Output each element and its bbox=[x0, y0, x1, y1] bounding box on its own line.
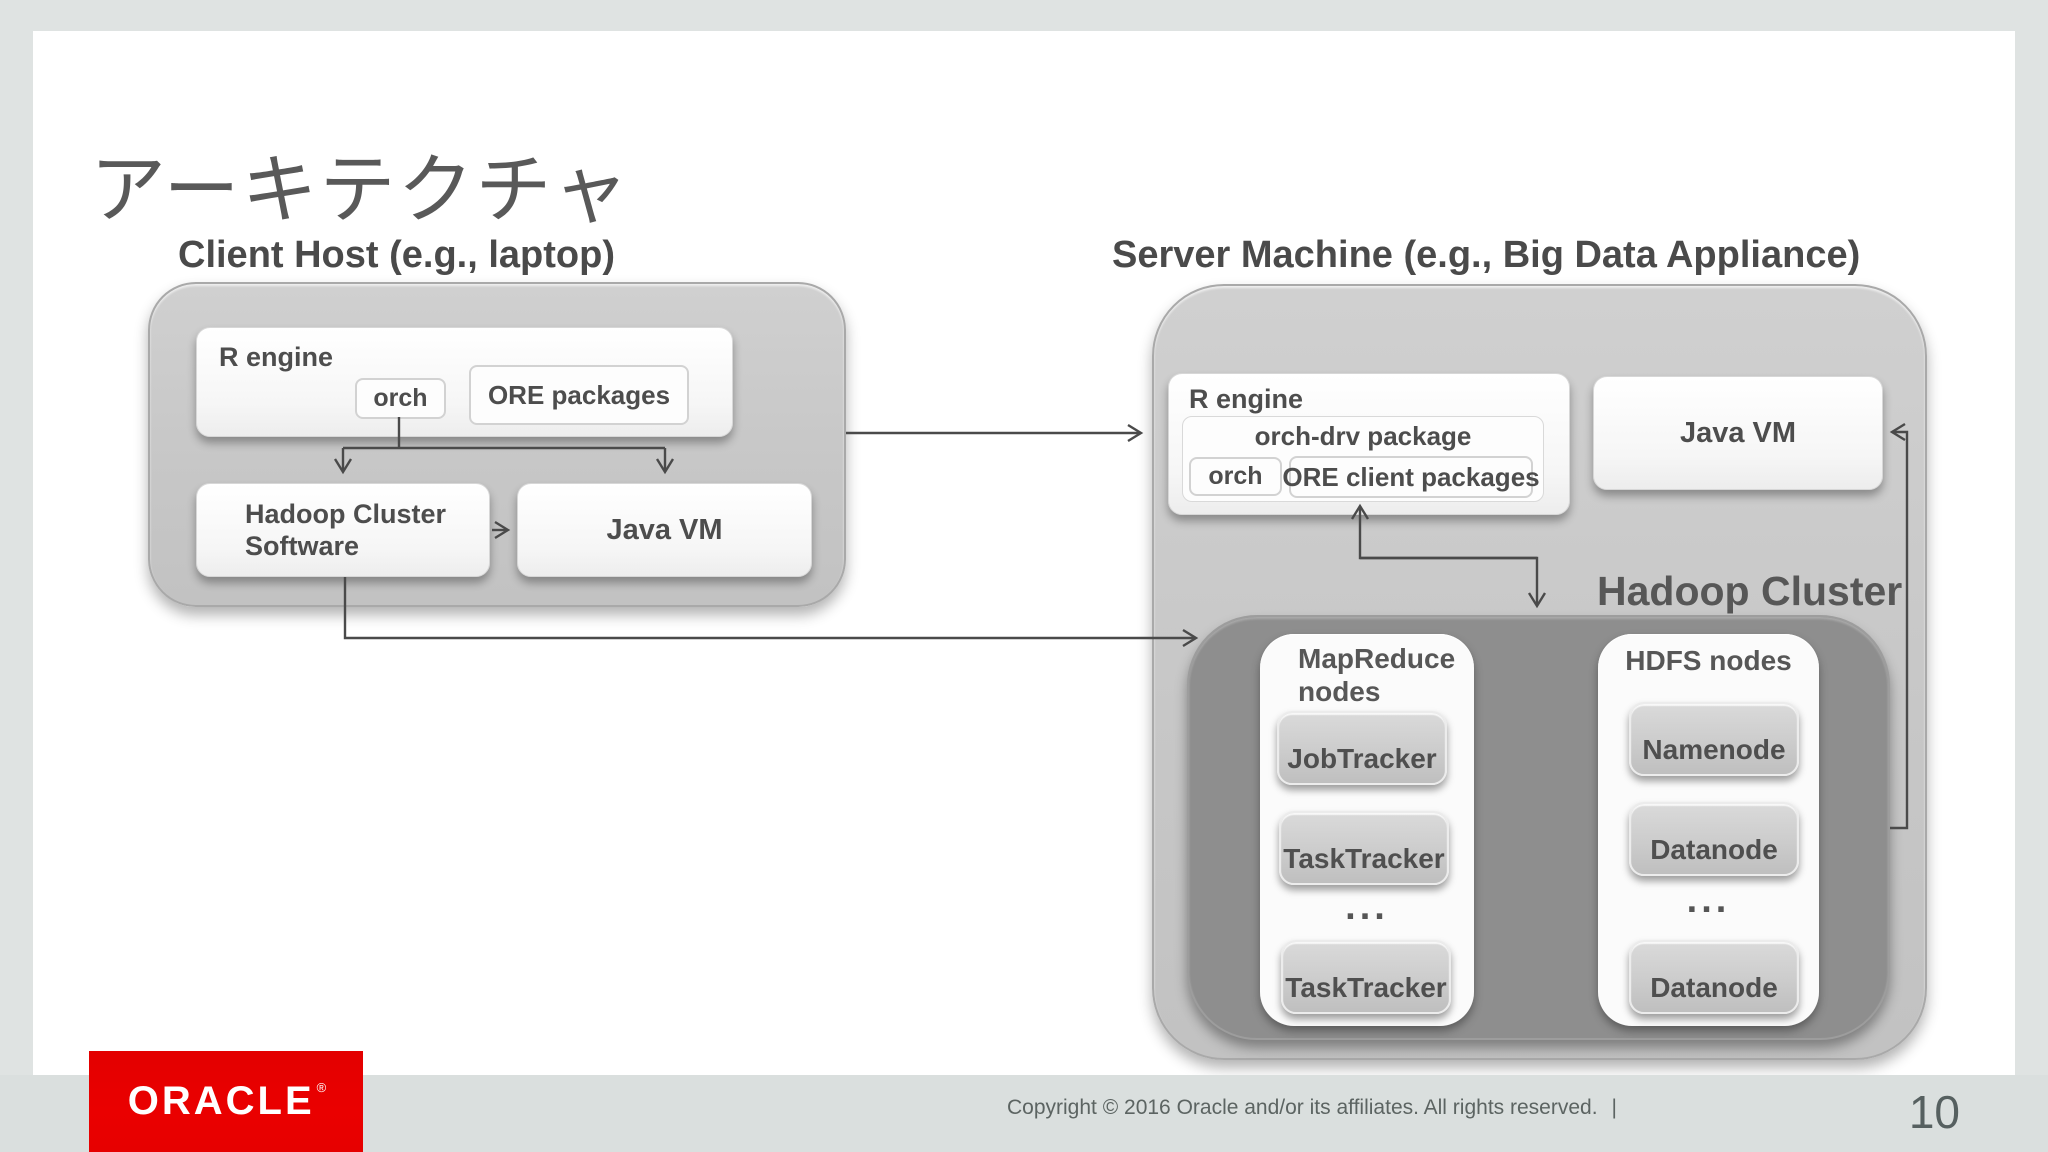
server-r-engine-label: R engine bbox=[1189, 384, 1304, 414]
namenode-node: Namenode bbox=[1629, 702, 1799, 776]
server-java-vm-box: Java VM bbox=[1593, 376, 1883, 490]
client-hadoop-cluster-software-box: Hadoop Cluster Software bbox=[196, 483, 490, 577]
client-hadoop-cluster-software-label: Hadoop Cluster Software bbox=[245, 499, 447, 562]
server-orch-drv-package-box: orch-drv package orch ORE client package… bbox=[1182, 416, 1544, 502]
client-orch-box: orch bbox=[355, 378, 446, 419]
datanode-node: Datanode bbox=[1629, 802, 1799, 876]
hadoop-cluster-label: Hadoop Cluster bbox=[1597, 568, 1903, 614]
hdfs-nodes-column: HDFS nodes Namenode Datanode ... Datanod… bbox=[1598, 634, 1819, 1026]
datanode-node-2: Datanode bbox=[1629, 940, 1799, 1014]
oracle-logo-text: ORACLE bbox=[127, 1079, 315, 1123]
mapreduce-ellipsis: ... bbox=[1345, 886, 1389, 928]
page-number: 10 bbox=[1908, 1086, 1960, 1138]
server-orch-drv-package-label: orch-drv package bbox=[1254, 421, 1472, 451]
oracle-logo: ORACLE® bbox=[89, 1051, 363, 1152]
jobtracker-node: JobTracker bbox=[1277, 711, 1447, 785]
client-r-engine-label: R engine bbox=[219, 342, 334, 372]
server-machine-heading: Server Machine (e.g., Big Data Appliance… bbox=[1112, 234, 1861, 276]
tasktracker-node-2: TaskTracker bbox=[1281, 940, 1451, 1014]
hadoop-cluster-box: MapReduce nodes JobTracker TaskTracker .… bbox=[1187, 615, 1890, 1040]
copyright-separator: | bbox=[1611, 1096, 1618, 1119]
registered-trademark-icon: ® bbox=[316, 1080, 327, 1095]
slide-title: アーキテクチャ bbox=[90, 148, 631, 233]
mapreduce-nodes-column: MapReduce nodes JobTracker TaskTracker .… bbox=[1260, 634, 1474, 1026]
mapreduce-nodes-title: MapReduce nodes bbox=[1298, 643, 1456, 708]
hdfs-nodes-title: HDFS nodes bbox=[1625, 645, 1792, 676]
server-orch-box: orch bbox=[1189, 457, 1282, 496]
server-r-engine-box: R engine orch-drv package orch ORE clien… bbox=[1168, 373, 1570, 515]
client-ore-packages-box: ORE packages bbox=[469, 365, 689, 425]
tasktracker-node: TaskTracker bbox=[1279, 811, 1449, 885]
client-r-engine-box: R engine orch ORE packages bbox=[196, 327, 733, 437]
server-ore-client-packages-box: ORE client packages bbox=[1282, 456, 1540, 498]
footer-copyright: Copyright © 2016 Oracle and/or its affil… bbox=[1007, 1096, 1617, 1120]
copyright-text: Copyright © 2016 Oracle and/or its affil… bbox=[1007, 1096, 1598, 1119]
hdfs-ellipsis: ... bbox=[1686, 879, 1731, 921]
client-host-heading: Client Host (e.g., laptop) bbox=[178, 234, 615, 276]
client-java-vm-box: Java VM bbox=[517, 483, 812, 577]
